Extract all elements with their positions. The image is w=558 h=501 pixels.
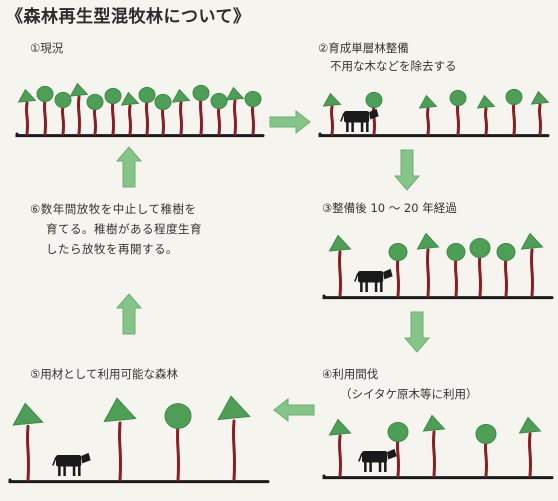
tree-icon: [530, 90, 550, 136]
tree-icon: [17, 88, 37, 136]
step-5-label: ⑤用材として利用可能な森林: [30, 367, 178, 381]
ground-line: [322, 294, 554, 300]
tree-icon: [164, 403, 192, 482]
tree-icon: [328, 234, 352, 298]
scene-step-4: [322, 414, 554, 480]
tree-icon: [69, 82, 89, 136]
cow-icon: [354, 268, 393, 292]
tree-icon: [12, 402, 44, 482]
step-3-label: ③整備後 10 ～ 20 年経過: [322, 201, 457, 215]
tree-icon: [505, 88, 523, 136]
tree-icon: [469, 238, 491, 298]
tree-icon: [446, 242, 466, 298]
arrow-up-icon: [116, 293, 142, 335]
tree-icon: [416, 232, 440, 298]
diagram-title: 《森林再生型混牧林について》: [6, 7, 251, 27]
arrow-right-icon: [269, 110, 311, 134]
step-4-label: ④利用間伐: [322, 367, 379, 381]
ground-line: [318, 132, 550, 138]
tree-icon: [475, 424, 497, 478]
step-4-sublabel: （シイタケ原木等に利用）: [340, 387, 478, 401]
tree-icon: [210, 92, 228, 136]
tree-icon: [138, 86, 156, 136]
cow-icon: [340, 108, 379, 132]
arrow-up-icon: [116, 146, 142, 188]
tree-icon: [496, 242, 516, 298]
tree-icon: [171, 88, 191, 136]
tree-icon: [104, 87, 122, 136]
tree-icon: [54, 91, 72, 136]
step-1-label: ①現況: [30, 41, 64, 55]
tree-icon: [476, 94, 496, 136]
tree-icon: [86, 93, 104, 136]
tree-icon: [328, 418, 352, 478]
tree-icon: [387, 422, 409, 478]
arrow-down-icon: [394, 149, 420, 191]
tree-icon: [322, 92, 342, 136]
tree-icon: [418, 94, 438, 136]
scene-step-5: [8, 395, 270, 484]
ground-line: [322, 474, 554, 480]
ground-line: [15, 132, 265, 138]
tree-icon: [120, 91, 140, 136]
step-6-text-line-3: したら放牧を再開する。: [46, 242, 178, 256]
scene-step-1: [15, 82, 265, 138]
tree-icon: [154, 93, 172, 136]
tree-icon: [225, 86, 245, 136]
tree-icon: [192, 84, 210, 136]
step-2-label: ②育成単層林整備: [318, 41, 409, 55]
tree-icon: [244, 90, 262, 136]
arrow-down-icon: [404, 311, 430, 353]
scene-step-3: [322, 232, 554, 300]
tree-icon: [449, 89, 467, 136]
tree-icon: [422, 414, 446, 478]
step-6-text-line-1: ⑥数年間放牧を中止して稚樹を: [30, 202, 197, 216]
scene-step-2: [318, 88, 550, 138]
step-6-text-line-2: 育てる。稚樹がある程度生育: [46, 222, 202, 236]
cow-icon: [358, 448, 397, 472]
tree-icon: [520, 232, 544, 298]
tree-icon: [36, 85, 54, 136]
step-2-sublabel: 不用な木などを除去する: [330, 59, 457, 73]
tree-icon: [103, 397, 137, 482]
tree-icon: [388, 242, 408, 298]
tree-icon: [217, 395, 251, 482]
arrow-left-icon: [273, 398, 315, 422]
ground-line: [8, 478, 270, 484]
cow-icon: [52, 452, 91, 476]
tree-icon: [518, 416, 542, 478]
